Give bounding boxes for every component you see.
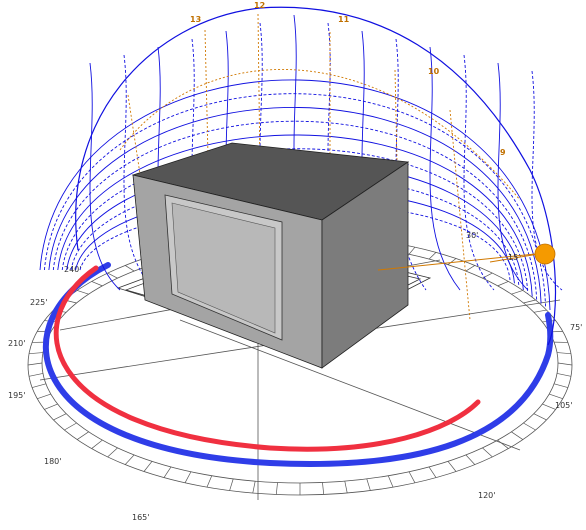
hour-labels: 13 12 11 10 9	[190, 1, 506, 157]
compass-tick	[542, 404, 555, 409]
compass-tick	[92, 281, 103, 285]
compass-tick	[92, 440, 103, 448]
compass-tick	[409, 247, 415, 254]
dome-longitude-line	[464, 55, 494, 290]
altitude-label: 15	[508, 253, 518, 262]
azimuth-label: 225'	[30, 298, 47, 307]
compass-tick	[29, 353, 43, 354]
compass-tick	[466, 265, 475, 271]
compass-tick	[511, 432, 522, 440]
azimuth-label: 105'	[555, 401, 572, 410]
hour-label: 10	[428, 67, 440, 76]
compass-tick	[388, 476, 393, 487]
compass-tick	[534, 310, 547, 312]
compass-tick	[144, 461, 152, 471]
compass-tick	[29, 373, 43, 376]
compass-tick	[482, 448, 492, 457]
azimuth-label: 75'	[570, 323, 582, 332]
compass-tick	[28, 363, 42, 365]
building-box	[133, 143, 408, 368]
hour-label: 12	[254, 1, 265, 10]
azimuth-label: 195'	[8, 391, 25, 400]
azimuth-label: 210'	[8, 339, 25, 348]
compass-tick	[44, 404, 57, 409]
compass-tick	[37, 394, 51, 399]
compass-tick	[276, 483, 277, 495]
compass-tick	[207, 476, 212, 487]
hour-label: 13	[190, 15, 201, 24]
compass-tick	[554, 384, 568, 388]
compass-tick	[125, 265, 134, 271]
compass-tick	[466, 455, 475, 465]
compass-tick	[125, 455, 134, 465]
compass-tick	[498, 281, 509, 285]
compass-tick	[549, 394, 563, 399]
compass-tick	[77, 290, 88, 294]
compass-tick	[511, 290, 522, 294]
compass-tick	[534, 414, 547, 420]
compass-tick	[557, 353, 571, 354]
compass-tick	[108, 448, 118, 457]
compass-tick	[164, 467, 171, 478]
compass-tick	[322, 483, 323, 495]
sun-marker-icon	[535, 244, 555, 264]
dome-longitude-line	[90, 63, 120, 290]
azimuth-label: 120'	[478, 491, 495, 500]
compass-tick	[230, 479, 234, 491]
azimuth-label: 165'	[132, 513, 149, 522]
compass-tick	[77, 432, 88, 440]
compass-tick	[448, 461, 456, 471]
altitude-label: 30'	[466, 231, 478, 240]
compass-tick	[498, 440, 509, 448]
compass-tick	[448, 259, 456, 265]
hour-label: 9	[500, 148, 506, 157]
compass-tick	[523, 300, 535, 303]
compass-tick	[409, 472, 415, 483]
compass-tick	[429, 467, 436, 478]
compass-tick	[367, 479, 371, 491]
compass-tick	[32, 384, 46, 388]
azimuth-label: 180'	[44, 457, 61, 466]
compass-tick	[557, 373, 571, 376]
compass-tick	[429, 252, 436, 259]
compass-tick	[558, 363, 572, 365]
compass-tick	[345, 481, 347, 493]
hour-label: 11	[338, 15, 350, 24]
compass-tick	[64, 423, 76, 430]
compass-tick	[253, 481, 255, 493]
compass-tick	[185, 472, 191, 483]
compass-tick	[523, 423, 535, 430]
compass-tick	[53, 414, 66, 420]
